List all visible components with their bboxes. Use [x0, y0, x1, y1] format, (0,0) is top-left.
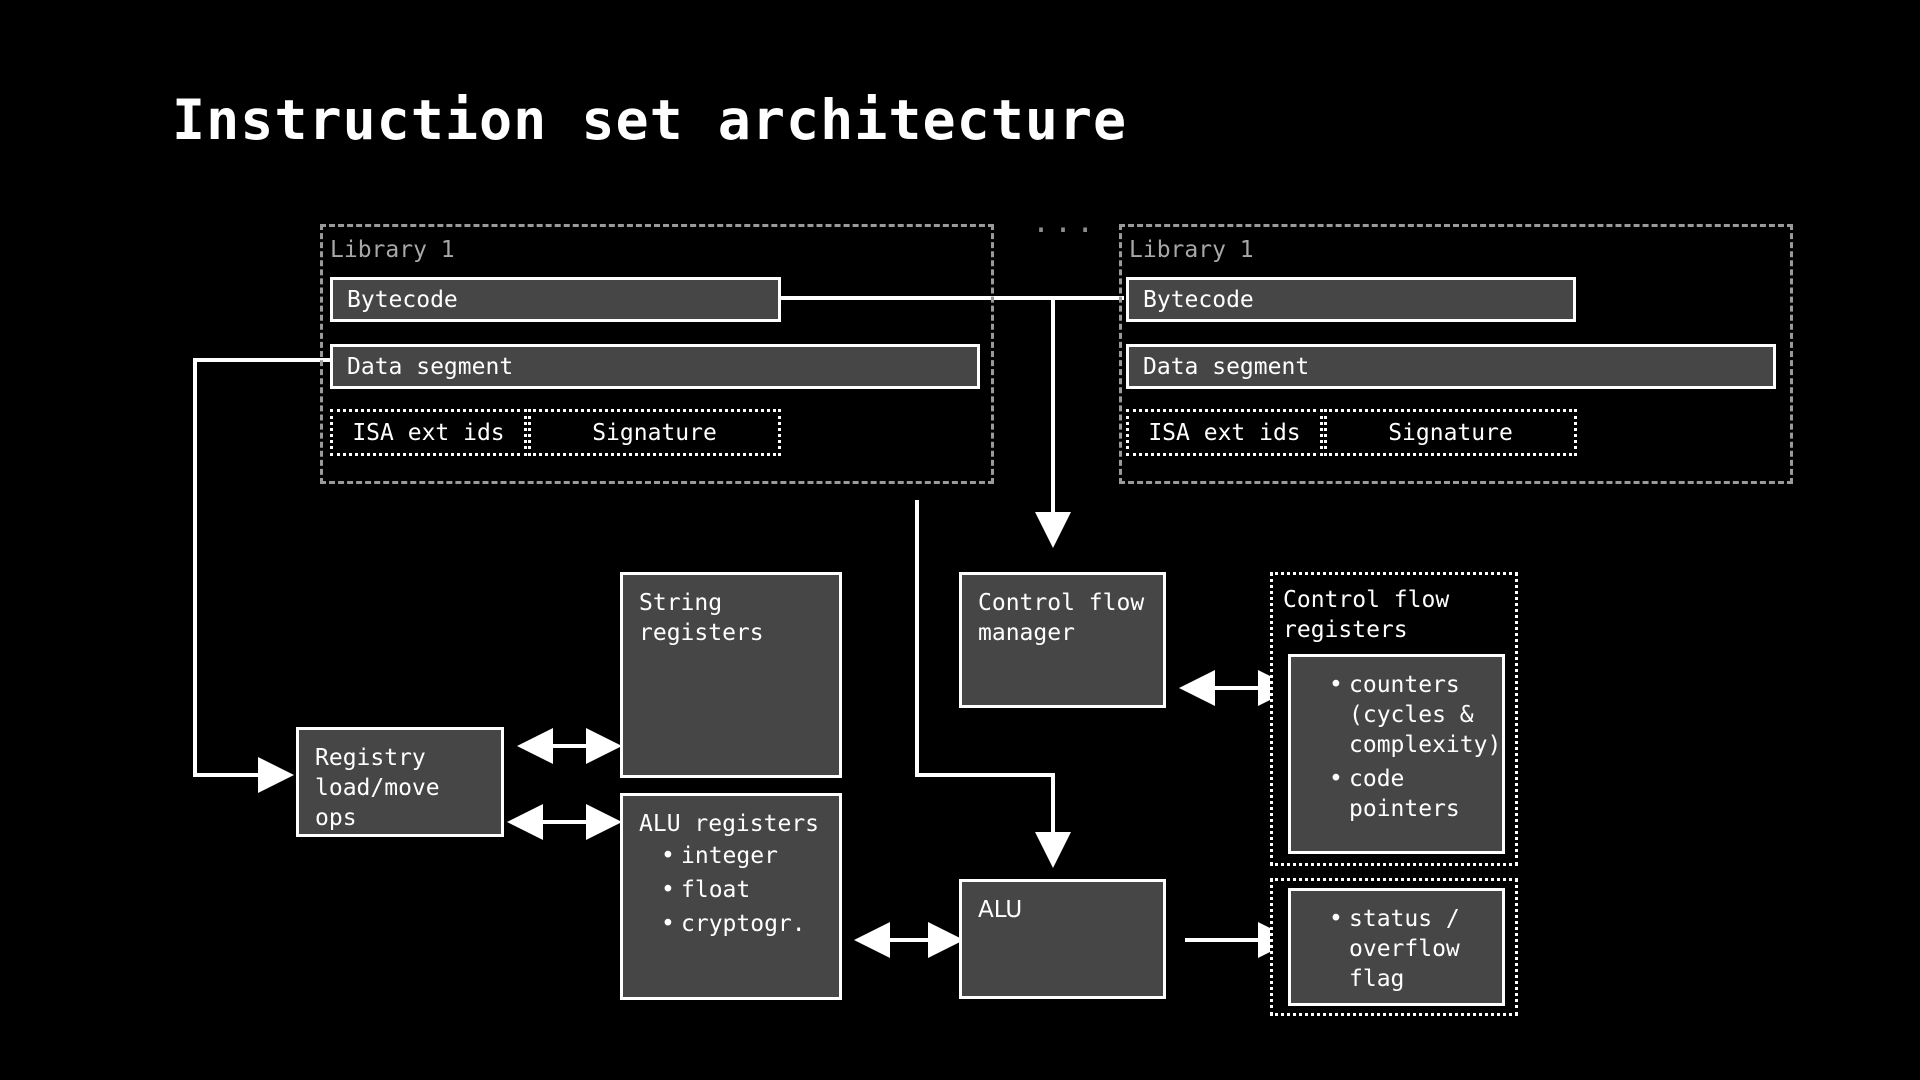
alu-registers-title: ALU registers — [639, 811, 820, 837]
library-1-title: Library 1 — [330, 237, 455, 263]
library-1-bytecode-label: Bytecode — [347, 286, 458, 313]
string-registers-label: String registers — [639, 590, 764, 646]
library-2-bytecode-box[interactable]: Bytecode — [1126, 277, 1576, 322]
library-1-isa-ext-ids-box[interactable]: ISA ext ids — [330, 409, 527, 456]
library-2-isa-ext-ids-label: ISA ext ids — [1148, 419, 1301, 446]
control-flow-registers-list: counters (cycles & complexity) code poin… — [1307, 670, 1501, 824]
library-2-signature-label: Signature — [1388, 419, 1513, 446]
library-container-1 — [320, 224, 994, 484]
control-flow-manager-label: Control flow manager — [978, 590, 1145, 646]
control-flow-registers-item: code pointers — [1329, 764, 1486, 824]
alu-registers-box[interactable]: ALU registers integer float cryptogr. — [620, 793, 842, 1000]
library-1-signature-label: Signature — [592, 419, 717, 446]
alu-registers-item: cryptogr. — [661, 909, 823, 939]
status-flag-box[interactable]: status / overflow flag — [1288, 888, 1505, 1006]
page-title: Instruction set architecture — [172, 88, 1128, 152]
control-flow-manager-box[interactable]: Control flow manager — [959, 572, 1166, 708]
control-flow-registers-title: Control flow registers — [1283, 587, 1450, 643]
library-ellipsis: ... — [1032, 205, 1099, 240]
library-2-isa-ext-ids-box[interactable]: ISA ext ids — [1126, 409, 1323, 456]
status-flag-list: status / overflow flag — [1307, 904, 1486, 994]
control-flow-registers-item: counters (cycles & complexity) — [1329, 670, 1501, 760]
library-1-isa-ext-ids-label: ISA ext ids — [352, 419, 505, 446]
library-1-data-segment-label: Data segment — [347, 353, 514, 380]
library-2-data-segment-label: Data segment — [1143, 353, 1310, 380]
alu-registers-item: float — [661, 875, 823, 905]
library-1-signature-box[interactable]: Signature — [528, 409, 781, 456]
alu-label: ALU — [978, 897, 1023, 923]
library-1-bytecode-box[interactable]: Bytecode — [330, 277, 781, 322]
string-registers-box[interactable]: String registers — [620, 572, 842, 778]
library-2-title: Library 1 — [1129, 237, 1254, 263]
status-flag-item: status / overflow flag — [1329, 904, 1486, 994]
alu-registers-item: integer — [661, 841, 823, 871]
library-2-signature-box[interactable]: Signature — [1324, 409, 1577, 456]
alu-registers-list: integer float cryptogr. — [639, 841, 823, 939]
control-flow-registers-inner-box[interactable]: counters (cycles & complexity) code poin… — [1288, 654, 1505, 854]
wire-data-segment-to-registry — [193, 358, 330, 793]
registry-load-move-ops-box[interactable]: Registry load/move ops — [296, 727, 504, 837]
registry-load-move-ops-label: Registry load/move ops — [315, 745, 440, 831]
library-container-2 — [1119, 224, 1793, 484]
library-1-data-segment-box[interactable]: Data segment — [330, 344, 980, 389]
alu-box[interactable]: ALU — [959, 879, 1166, 999]
library-2-data-segment-box[interactable]: Data segment — [1126, 344, 1776, 389]
library-2-bytecode-label: Bytecode — [1143, 286, 1254, 313]
